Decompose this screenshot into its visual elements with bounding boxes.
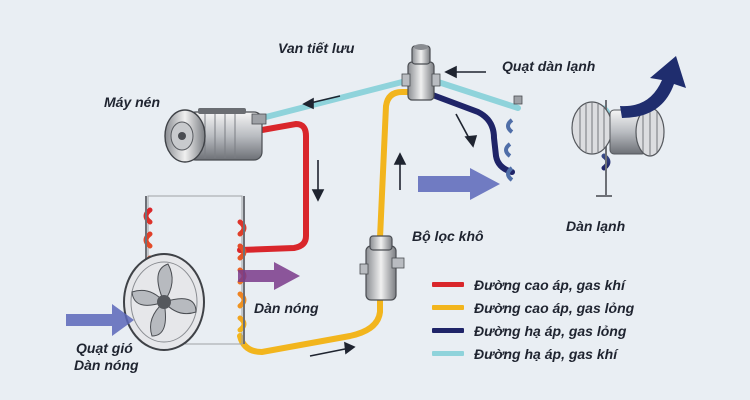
legend: Đường cao áp, gas khí Đường cao áp, gas … [432,273,634,365]
pipe-low-pressure-gas-suction [259,77,413,121]
expansion-valve-icon [401,44,441,101]
pipe-low-pressure-liquid [427,91,515,175]
label-condenser-fan-line1: Quạt gió [76,340,133,356]
legend-item-low-pressure-gas: Đường hạ áp, gas khí [432,342,634,365]
legend-item-low-pressure-liquid: Đường hạ áp, gas lỏng [432,319,634,342]
legend-item-high-pressure-gas: Đường cao áp, gas khí [432,273,634,296]
legend-swatch [432,305,464,310]
pipe-high-pressure-gas [237,120,309,253]
pipe-high-pressure-liquid [237,297,383,356]
condenser-fan-icon [123,253,205,351]
label-condenser: Dàn nóng [254,300,319,316]
legend-swatch [432,351,464,356]
legend-swatch [432,282,464,287]
legend-swatch [432,328,464,333]
label-compressor: Máy nén [104,94,161,110]
label-condenser-fan-line2: Dàn nóng [74,357,139,373]
legend-label: Đường hạ áp, gas lỏng [474,322,627,339]
flow-arrow-icon [302,65,486,357]
label-evaporator-fan: Quạt dàn lạnh [502,58,596,74]
pipe-low-pressure-gas-evaporator [429,77,521,111]
pipe-high-pressure-liquid-riser [377,89,415,241]
label-expansion-valve: Van tiết lưu [278,40,355,56]
label-drier: Bộ lọc khô [412,228,484,244]
legend-label: Đường hạ áp, gas khí [474,345,618,362]
legend-label: Đường cao áp, gas khí [474,276,625,293]
legend-item-high-pressure-liquid: Đường cao áp, gas lỏng [432,296,634,319]
drier-icon [359,235,405,301]
label-evaporator: Dàn lạnh [566,218,626,234]
legend-label: Đường cao áp, gas lỏng [474,299,635,316]
compressor-icon [164,108,267,163]
airflow-arrow-icon [66,56,686,336]
